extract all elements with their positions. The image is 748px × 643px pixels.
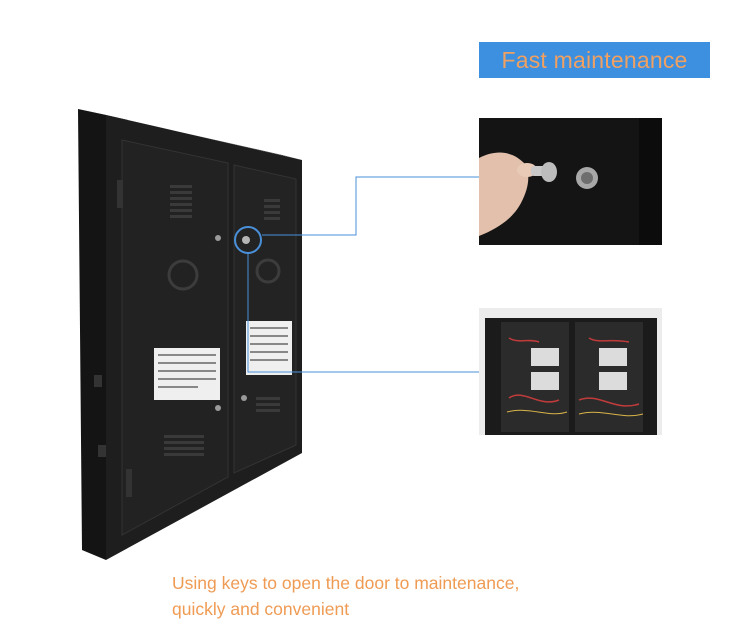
key-lock-svg <box>479 118 662 245</box>
open-cabinet-svg <box>479 308 662 435</box>
caption-line-1: Using keys to open the door to maintenan… <box>172 573 520 593</box>
caption: Using keys to open the door to maintenan… <box>172 570 632 622</box>
open-cabinet-photo <box>479 308 662 435</box>
cabinet-svg <box>78 109 302 560</box>
key-lock-photo <box>479 118 662 245</box>
title-badge: Fast maintenance <box>479 42 710 78</box>
page-title: Fast maintenance <box>501 46 688 73</box>
led-cabinet-image <box>70 105 310 565</box>
caption-line-2: quickly and convenient <box>172 599 350 619</box>
